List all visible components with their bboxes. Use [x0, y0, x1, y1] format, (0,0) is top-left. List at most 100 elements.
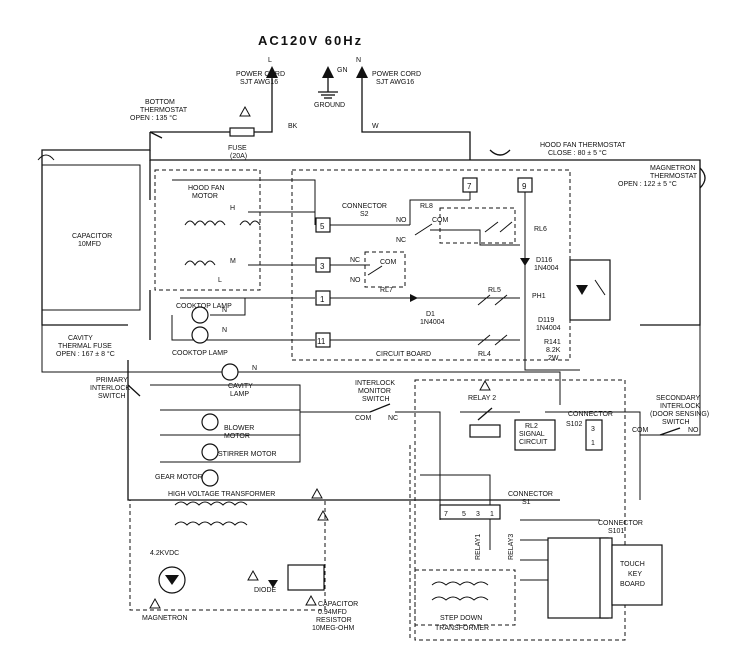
hv-primary-coil-icon [174, 501, 248, 506]
hv-diode-capacitor: DIODE CAPACITOR 0.94MFD RESISTOR 10MEG-O… [247, 564, 358, 632]
svg-text:1N4004: 1N4004 [534, 265, 559, 272]
svg-text:RESISTOR: RESISTOR [316, 617, 352, 624]
svg-text:4.2KVDC: 4.2KVDC [150, 550, 179, 557]
svg-text:RELAY 2: RELAY 2 [468, 395, 496, 402]
svg-text:SWITCH: SWITCH [98, 393, 126, 400]
svg-text:RELAY3: RELAY3 [508, 534, 515, 560]
warning-icon [149, 597, 161, 609]
svg-text:STIRRER MOTOR: STIRRER MOTOR [218, 451, 277, 458]
svg-text:CLOSE : 80 ± 5 °C: CLOSE : 80 ± 5 °C [548, 149, 607, 157]
svg-text:COM: COM [432, 217, 449, 224]
svg-text:NO: NO [396, 217, 407, 224]
svg-text:CONNECTOR: CONNECTOR [598, 520, 643, 527]
relays-rl5-rl4: RL5 D1 1N4004 RL4 D119 1N4004 R141 8.2K … [410, 287, 561, 362]
svg-text:NC: NC [350, 257, 360, 264]
secondary-interlock: SECONDARY INTERLOCK (DOOR SENSING) SWITC… [632, 395, 709, 436]
svg-text:PRIMARY: PRIMARY [96, 377, 128, 384]
svg-text:GEAR MOTOR: GEAR MOTOR [155, 474, 203, 481]
power-cord-right-1: POWER CORD [372, 71, 421, 78]
gear-motor-icon [201, 469, 219, 487]
connector-s102: CONNECTOR S102 3 1 [566, 411, 613, 451]
diagram-title: AC120V 60Hz [258, 33, 363, 48]
power-cord-right-2: SJT AWG16 [376, 79, 414, 86]
svg-text:BOTTOM: BOTTOM [145, 99, 175, 106]
wire-w-label: W [372, 123, 379, 130]
magnetron: 4.2KVDC MAGNETRON [142, 550, 188, 622]
warning-icon [311, 487, 323, 499]
fuse-icon [229, 127, 255, 137]
svg-text:THERMAL FUSE: THERMAL FUSE [58, 343, 112, 350]
svg-text:1: 1 [320, 295, 325, 304]
svg-text:RL4: RL4 [478, 351, 491, 358]
svg-text:N: N [222, 327, 227, 334]
rl6-outline [439, 207, 516, 244]
svg-text:RELAY1: RELAY1 [475, 534, 482, 560]
svg-text:TRANSFORMER: TRANSFORMER [435, 625, 489, 632]
svg-text:7: 7 [467, 182, 472, 191]
svg-text:CAVITY: CAVITY [68, 335, 93, 342]
svg-text:DIODE: DIODE [254, 587, 277, 594]
blower-motor-icon [201, 413, 219, 431]
svg-text:RL5: RL5 [488, 287, 501, 294]
svg-text:COM: COM [380, 259, 397, 266]
svg-text:3: 3 [476, 511, 480, 518]
line-n-label: N [356, 57, 361, 64]
line-l-label: L [268, 57, 272, 64]
svg-text:D1: D1 [426, 311, 435, 318]
hood-fan-motor-outline [154, 169, 261, 291]
svg-text:RL2: RL2 [525, 423, 538, 430]
rl7-outline [364, 251, 406, 288]
svg-text:CIRCUIT: CIRCUIT [519, 439, 548, 446]
hv-secondary-coil-icon [174, 521, 248, 526]
line-n-arrow-icon [356, 66, 368, 78]
svg-text:1: 1 [591, 440, 595, 447]
svg-text:TOUCH: TOUCH [620, 561, 645, 568]
svg-text:MONITOR: MONITOR [358, 388, 391, 395]
svg-text:NO: NO [350, 277, 361, 284]
svg-text:3: 3 [320, 262, 325, 271]
cavity-lamp-icon [221, 363, 239, 381]
ph1-optocoupler [569, 259, 611, 321]
svg-text:CAPACITOR: CAPACITOR [72, 233, 112, 240]
gn-label: GN [337, 67, 348, 74]
svg-text:COM: COM [355, 415, 372, 422]
svg-text:L: L [218, 277, 222, 284]
step-down-transformer: STEP DOWN TRANSFORMER [431, 581, 489, 632]
svg-text:COOKTOP LAMP: COOKTOP LAMP [172, 350, 228, 357]
svg-text:CIRCUIT BOARD: CIRCUIT BOARD [376, 351, 431, 358]
svg-text:SWITCH: SWITCH [362, 396, 390, 403]
svg-text:CONNECTOR: CONNECTOR [508, 491, 553, 498]
power-cord-left-2: SJT AWG16 [240, 79, 278, 86]
step-down-outline [414, 569, 516, 626]
svg-text:BOARD: BOARD [620, 581, 645, 588]
svg-text:RL8: RL8 [420, 203, 433, 210]
cavity-fuse-interlock: CAVITY THERMAL FUSE OPEN : 167 ± 8 °C PR… [56, 335, 141, 400]
svg-text:(20A): (20A) [230, 153, 247, 160]
cooktop-lamp-1-icon [191, 306, 209, 324]
relays-rl8-rl7: RL8 NO COM NC NC COM NO RL7 [350, 203, 449, 294]
svg-text:S2: S2 [360, 211, 369, 218]
svg-text:10MFD: 10MFD [78, 241, 101, 248]
stirrer-motor-icon [201, 443, 219, 461]
svg-text:1N4004: 1N4004 [420, 319, 445, 326]
circuit-board-pins: 5 3 1 11 7 9 CONNECTOR S2 CIRCUIT BOARD [315, 177, 533, 358]
svg-text:KEY: KEY [628, 571, 642, 578]
cooktop-lamps: COOKTOP LAMP N N COOKTOP LAMP [172, 303, 232, 357]
svg-text:SECONDARY: SECONDARY [656, 395, 701, 402]
svg-text:5: 5 [462, 511, 466, 518]
svg-text:5: 5 [320, 222, 325, 231]
warning-icon [305, 594, 317, 606]
warning-icon [317, 509, 329, 521]
svg-text:(DOOR SENSING): (DOOR SENSING) [650, 411, 709, 418]
ground-label: GROUND [314, 102, 345, 109]
connector-s101: CONNECTOR S101 TOUCH KEY BOARD [547, 520, 663, 619]
svg-text:9: 9 [522, 182, 527, 191]
svg-text:N: N [252, 365, 257, 372]
svg-text:D116: D116 [536, 257, 552, 264]
svg-text:OPEN : 135 °C: OPEN : 135 °C [130, 114, 177, 122]
svg-text:10MEG-OHM: 10MEG-OHM [312, 625, 355, 632]
svg-text:NO: NO [688, 427, 699, 434]
svg-text:1: 1 [490, 511, 494, 518]
svg-text:COOKTOP LAMP: COOKTOP LAMP [176, 303, 232, 310]
